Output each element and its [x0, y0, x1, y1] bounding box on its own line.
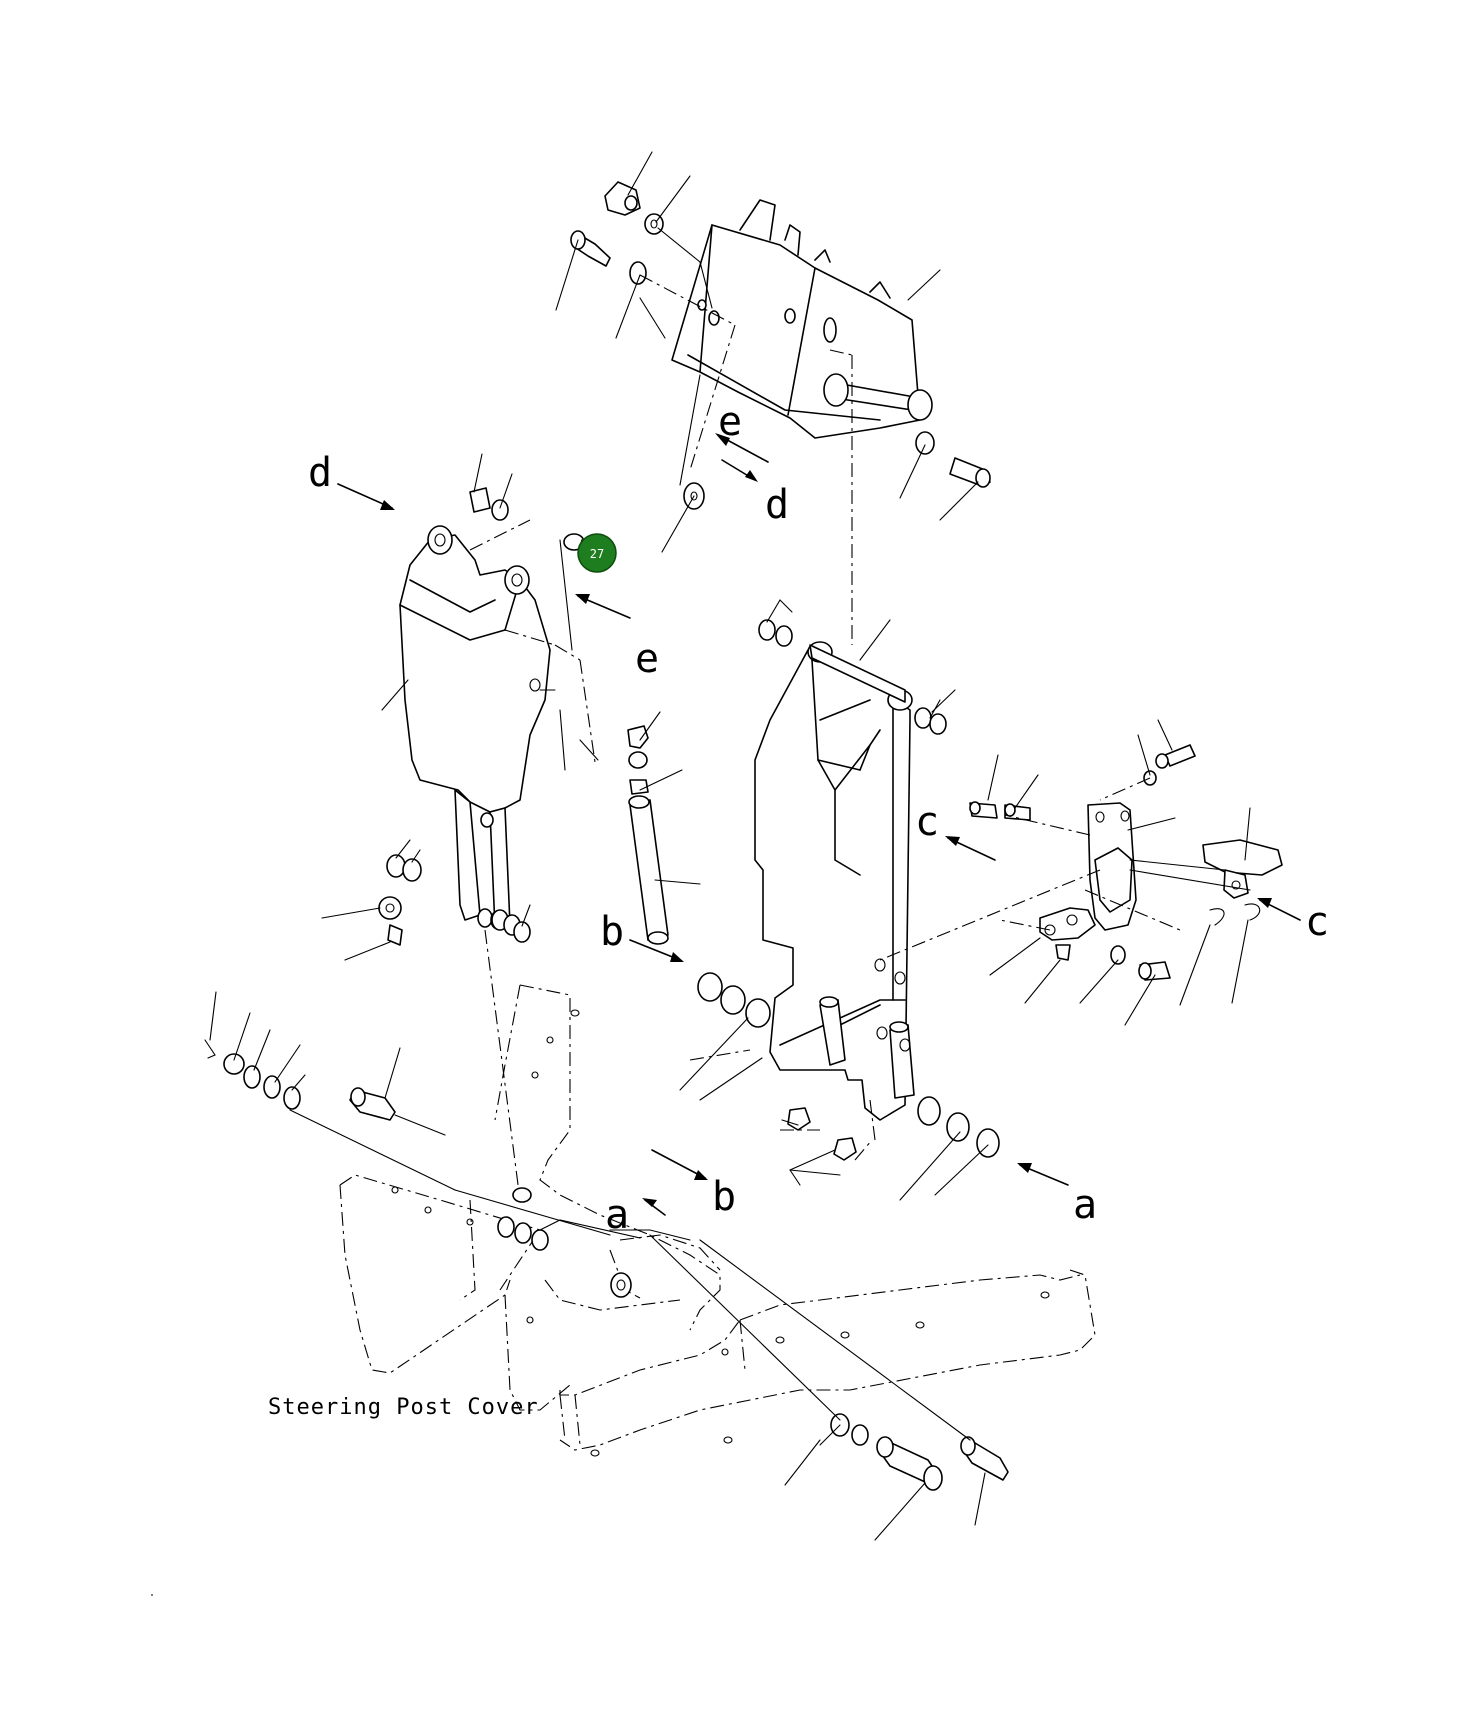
left-view-arrows: d e [308, 450, 659, 682]
pedal-centerlines [879, 777, 1181, 961]
ref-e-left: e [635, 636, 659, 682]
lower-left-fasteners [204, 1039, 396, 1121]
ref-c-right: c [1305, 899, 1329, 945]
ref-d-left: d [308, 450, 332, 496]
left-post-cover [399, 525, 551, 930]
upper-view-arrows: e d [715, 399, 789, 528]
upper-cover [671, 199, 933, 439]
ref-c-left: c [915, 799, 939, 845]
pedal-view-arrows: c c [915, 799, 1329, 945]
lower-view-arrows: b a [605, 1149, 736, 1238]
speck-dot [151, 1594, 153, 1596]
left-leaders [321, 453, 701, 961]
ref-e-upper: e [718, 399, 742, 445]
pedal-leaders [987, 719, 1251, 1026]
upper-leaders [555, 151, 979, 553]
lower-right-leaders [649, 1234, 986, 1541]
steering-post-cover-label: Steering Post Cover [268, 1395, 539, 1420]
upper-centerlines [639, 274, 853, 645]
pedal-bracket [969, 744, 1283, 981]
right-column-frame [754, 641, 915, 1121]
right-view-arrows: b a [600, 909, 1097, 1228]
steering-post-cover-details [391, 1009, 1050, 1457]
left-centerlines [469, 519, 596, 1201]
callout-27-label: 27 [590, 547, 604, 561]
lower-right-fasteners [830, 1413, 1009, 1491]
ref-b-mid: b [600, 909, 624, 955]
lower-left-leaders [209, 991, 611, 1236]
ref-b-lower: b [712, 1174, 736, 1220]
right-column-fasteners [697, 619, 1000, 1161]
steering-post-cover-outline [339, 984, 1096, 1451]
right-column-centerlines [689, 1049, 876, 1161]
callout-27[interactable]: 27 [577, 533, 617, 573]
ref-a-right: a [1073, 1182, 1097, 1228]
right-column-leaders [679, 599, 989, 1201]
upper-fasteners [570, 181, 991, 510]
ref-d-upper: d [765, 482, 789, 528]
